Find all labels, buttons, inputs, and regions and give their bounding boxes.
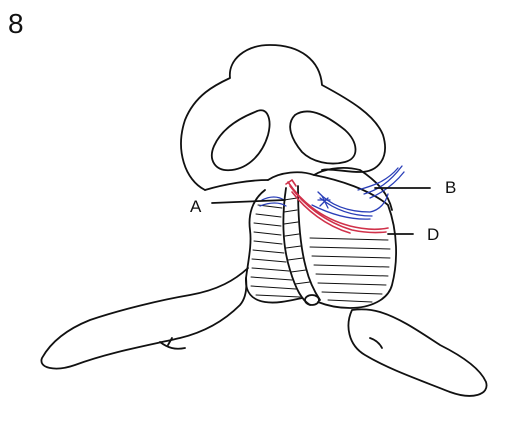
left-flap-hatching (251, 205, 300, 297)
right-flap-hatching (310, 238, 390, 302)
left-nostril (212, 110, 270, 170)
right-nostril (290, 111, 355, 163)
callout-label-d: D (427, 226, 439, 243)
right-lip-crease (370, 338, 382, 348)
right-lip-extension (348, 309, 486, 395)
red-flap (286, 180, 388, 233)
callout-label-b: B (445, 179, 456, 196)
figure-number: 8 (8, 10, 24, 38)
left-lip-extension (41, 268, 248, 369)
lip-flap-right-outline (314, 175, 396, 308)
left-lip-crease (160, 342, 185, 349)
callout-label-a: A (190, 198, 201, 215)
roll-end (305, 295, 319, 305)
nose-lower-edge (205, 180, 268, 190)
left-lip-crease-2 (168, 338, 172, 345)
